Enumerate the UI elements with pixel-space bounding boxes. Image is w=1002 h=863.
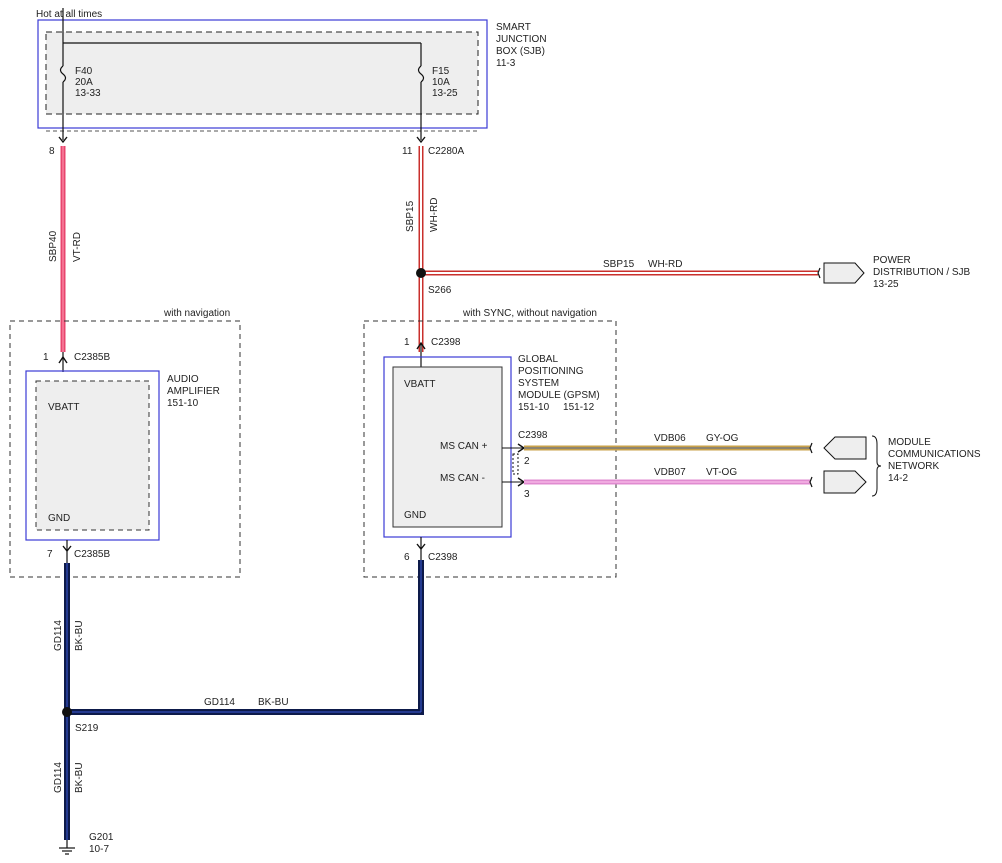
gpsm-name-line-2: POSITIONING (518, 366, 584, 377)
connector-chevron-icon (416, 136, 426, 144)
sjb-inner-box (45, 31, 479, 115)
hot-at-all-times-label: Hot at all times (36, 9, 102, 20)
sjb-pin-b: 11 (402, 146, 413, 157)
amp-conn-bottom: C2385B (74, 549, 110, 560)
power-dist-line-1: POWER (873, 255, 911, 266)
sjb-connector-b: C2280A (428, 146, 464, 157)
gpsm-vbatt: VBATT (404, 379, 435, 390)
wire-sbp40-circuit: SBP40 (48, 230, 59, 262)
wire-gd114-color-a: BK-BU (74, 620, 85, 651)
fuse-a-id: F40 (75, 66, 93, 77)
splice-s266-dot (416, 268, 426, 278)
connector-chevron-icon (62, 545, 72, 553)
sjb-outer-box (37, 19, 488, 129)
branch-circuit: SBP15 (603, 259, 635, 270)
amp-name-line-3: 151-10 (167, 398, 199, 409)
sjb-name-line-3: BOX (SJB) (496, 46, 545, 57)
amp-pin-top: 1 (43, 352, 49, 363)
amp-vbatt: VBATT (48, 402, 79, 413)
gpsm-pin-top: 1 (404, 337, 410, 348)
network-connector-plus-icon (823, 436, 867, 460)
ground-id: G201 (89, 832, 114, 843)
sjb-name-line-1: SMART (496, 22, 531, 33)
fuse-f15-icon (417, 65, 425, 83)
gpsm-ms-can-plus: MS CAN + (440, 441, 488, 452)
amp-name-line-2: AMPLIFIER (167, 386, 220, 397)
gpsm-name-line-1: GLOBAL (518, 354, 558, 365)
network-line-1: MODULE (888, 437, 931, 448)
gpsm-ms-can-minus: MS CAN - (440, 473, 485, 484)
gpsm-inner-box (392, 366, 503, 528)
gpsm-conn-bottom: C2398 (428, 552, 458, 563)
wire-vdb07-circuit: VDB07 (654, 467, 686, 478)
gpsm-pin-3: 3 (524, 489, 530, 500)
wire-vdb07-color: VT-OG (706, 467, 737, 478)
splice-s266-label: S266 (428, 285, 452, 296)
power-dist-line-2: DISTRIBUTION / SJB (873, 267, 971, 278)
power-dist-arrow-icon (817, 267, 821, 279)
network-connector-minus-icon (823, 470, 867, 494)
power-dist-connector-icon (823, 262, 865, 284)
wire-gd114-color-b: BK-BU (258, 697, 289, 708)
network-line-4: 14-2 (888, 473, 908, 484)
gpsm-name-line-3: SYSTEM (518, 378, 559, 389)
wire-sbp40-color: VT-RD (72, 232, 83, 262)
network-bracket-icon (871, 435, 882, 497)
connector-chevron-icon (58, 136, 68, 144)
network-arrow-icon (809, 442, 813, 454)
gpsm-twisted-pair-mark (512, 453, 519, 475)
gpsm-pin-2: 2 (524, 456, 530, 467)
amp-conn-top: C2385B (74, 352, 110, 363)
wire-gd114-circuit-c: GD114 (53, 762, 64, 793)
sync-option-label: with SYNC, without navigation (462, 308, 597, 319)
wire-sbp15-color: WH-RD (429, 198, 440, 232)
nav-option-label: with navigation (163, 308, 230, 319)
gpsm-conn-top: C2398 (431, 337, 461, 348)
ground-ref: 10-7 (89, 844, 109, 855)
fuse-a-rating: 20A (75, 77, 93, 88)
network-line-2: COMMUNICATIONS (888, 449, 981, 460)
gpsm-pin-bottom: 6 (404, 552, 410, 563)
gpsm-gnd: GND (404, 510, 426, 521)
wire-gd114-circuit-a: GD114 (53, 620, 64, 651)
fuse-a-ref: 13-33 (75, 88, 101, 99)
amp-inner-box (35, 380, 150, 531)
wire-gd114-circuit-b: GD114 (204, 697, 235, 708)
fuse-b-ref: 13-25 (432, 88, 458, 99)
splice-s219-dot (62, 707, 72, 717)
gpsm-name-line-5: 151-10 151-12 (518, 402, 595, 413)
fuse-f40-icon (59, 65, 67, 83)
power-dist-line-3: 13-25 (873, 279, 899, 290)
gpsm-can-connector: C2398 (518, 430, 548, 441)
branch-color: WH-RD (648, 259, 682, 270)
wire-gd114-color-c: BK-BU (74, 762, 85, 793)
sjb-name-line-4: 11-3 (496, 58, 516, 69)
gpsm-name-line-4: MODULE (GPSM) (518, 390, 600, 401)
wire-sbp15-circuit: SBP15 (405, 200, 416, 232)
network-arrow-icon (809, 476, 813, 488)
sjb-pin-a: 8 (49, 146, 55, 157)
gpsm-outer-box (383, 356, 512, 538)
wire-vdb06-circuit: VDB06 (654, 433, 686, 444)
wire-vdb06-color: GY-OG (706, 433, 739, 444)
fuse-b-id: F15 (432, 66, 450, 77)
amp-name-line-1: AUDIO (167, 374, 199, 385)
amp-pin-bottom: 7 (47, 549, 53, 560)
network-line-3: NETWORK (888, 461, 939, 472)
sjb-name-line-2: JUNCTION (496, 34, 547, 45)
fuse-b-rating: 10A (432, 77, 450, 88)
splice-s219-label: S219 (75, 723, 99, 734)
connector-chevron-icon (416, 543, 426, 551)
amp-outer-box (25, 370, 160, 541)
amp-gnd: GND (48, 513, 70, 524)
